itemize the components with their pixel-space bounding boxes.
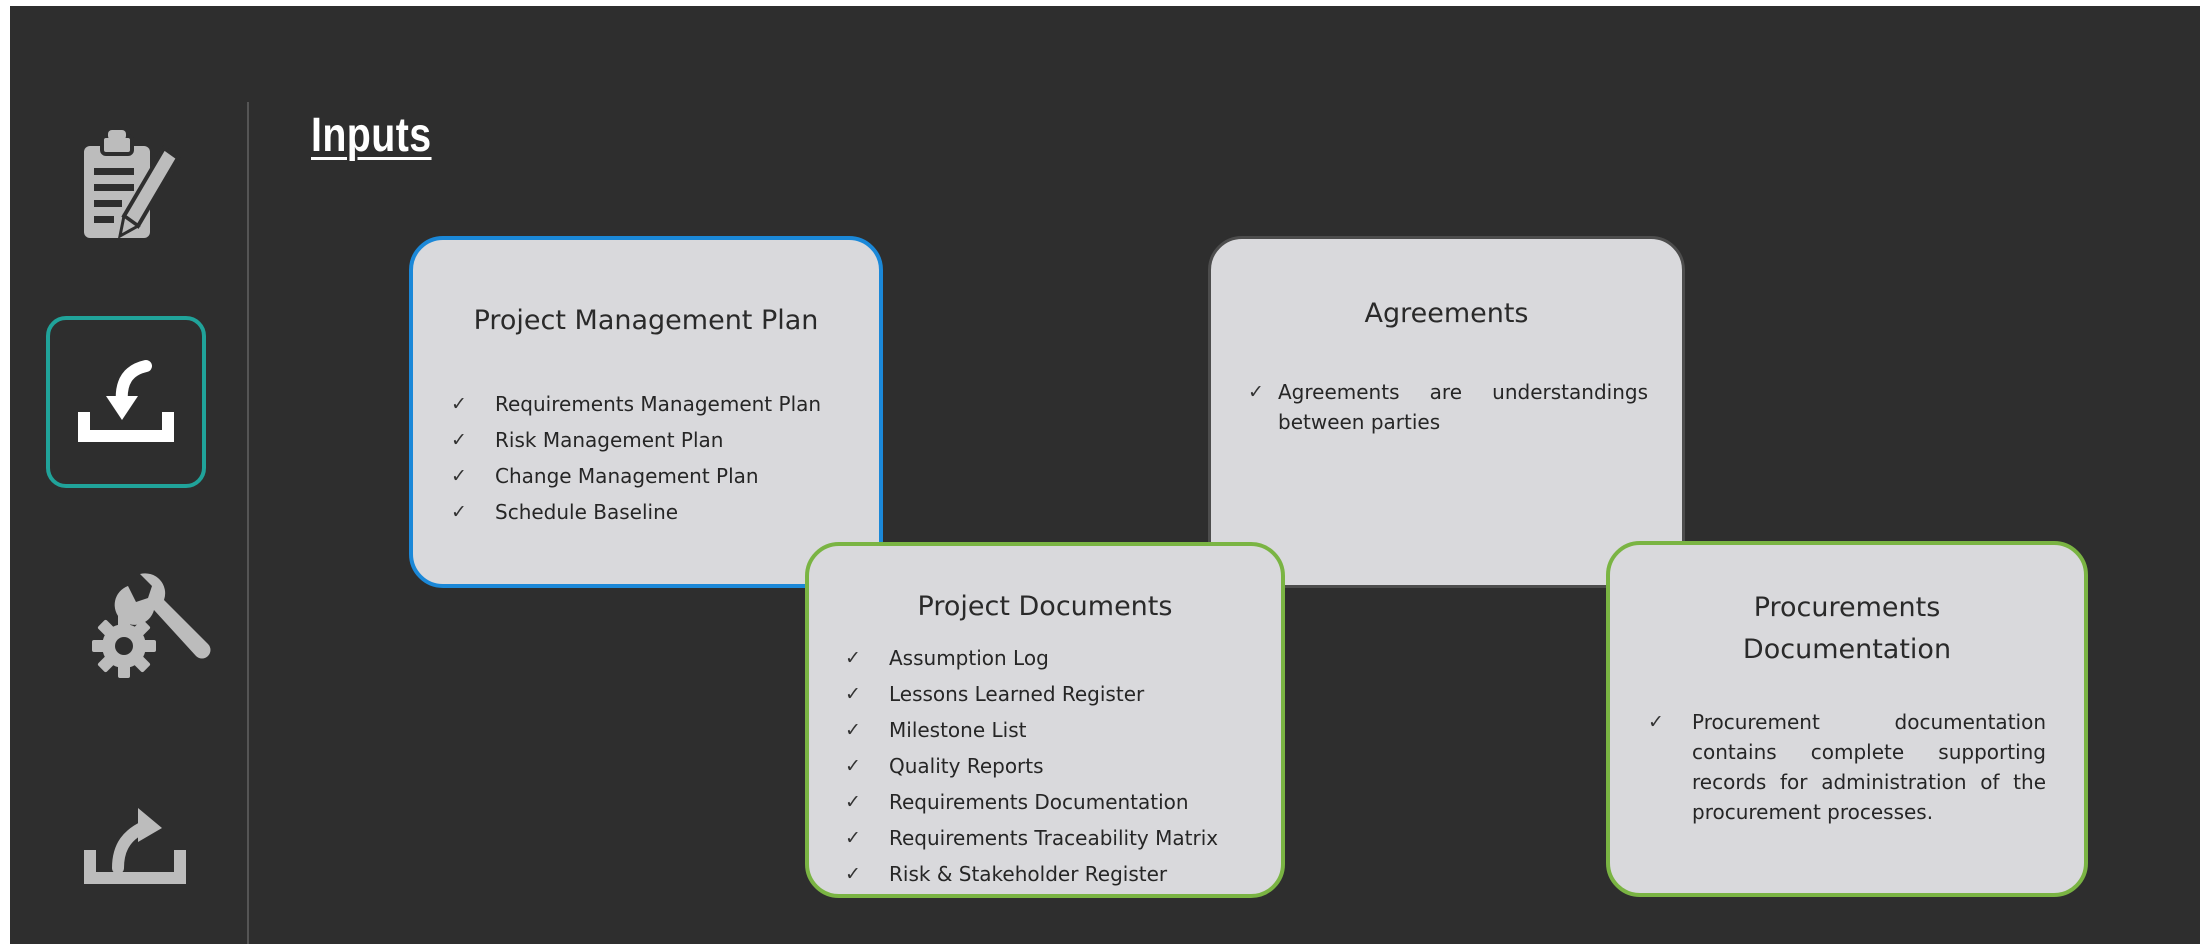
list-item: Lessons Learned Register	[845, 676, 1281, 712]
card-list: Agreements are understandings between pa…	[1248, 377, 1648, 437]
list-item: Agreements are understandings between pa…	[1248, 377, 1648, 437]
card-title: Project Documents	[917, 591, 1173, 622]
download-tray-icon	[78, 360, 174, 442]
list-item: Risk & Stakeholder Register	[845, 856, 1281, 892]
card-title: Agreements	[1364, 298, 1529, 329]
card-list: Requirements Management Plan Risk Manage…	[451, 386, 879, 530]
list-item: Requirements Documentation	[845, 784, 1281, 820]
sidebar-item-outputs[interactable]	[80, 796, 190, 896]
sidebar-item-plan[interactable]	[74, 126, 184, 246]
sidebar-item-tools[interactable]	[84, 566, 214, 686]
clipboard-edit-icon	[84, 130, 181, 239]
list-item: Procurement documentation contains compl…	[1648, 707, 2046, 827]
sidebar-divider	[247, 102, 249, 944]
list-item: Milestone List	[845, 712, 1281, 748]
list-item: Change Management Plan	[451, 458, 879, 494]
card-list: Assumption Log Lessons Learned Register …	[845, 640, 1281, 892]
list-item: Schedule Baseline	[451, 494, 879, 530]
card-project-documents: Project Documents Assumption Log Lessons…	[805, 542, 1285, 898]
card-title: Project Management Plan	[473, 305, 819, 336]
upload-tray-icon	[84, 808, 186, 884]
page-title: Inputs	[311, 109, 432, 162]
card-procurement-documentation: Procurements Documentation Procurement d…	[1606, 541, 2088, 897]
list-item: Quality Reports	[845, 748, 1281, 784]
card-project-management-plan: Project Management Plan Requirements Man…	[409, 236, 883, 588]
sidebar-item-inputs[interactable]	[46, 316, 206, 488]
card-title: Procurements Documentation	[1742, 592, 1952, 665]
gear-wrench-icon	[92, 573, 211, 678]
list-item: Risk Management Plan	[451, 422, 879, 458]
list-item: Requirements Traceability Matrix	[845, 820, 1281, 856]
list-item: Requirements Management Plan	[451, 386, 879, 422]
list-item: Assumption Log	[845, 640, 1281, 676]
card-agreements: Agreements Agreements are understandings…	[1208, 236, 1685, 588]
card-list: Procurement documentation contains compl…	[1648, 707, 2046, 827]
